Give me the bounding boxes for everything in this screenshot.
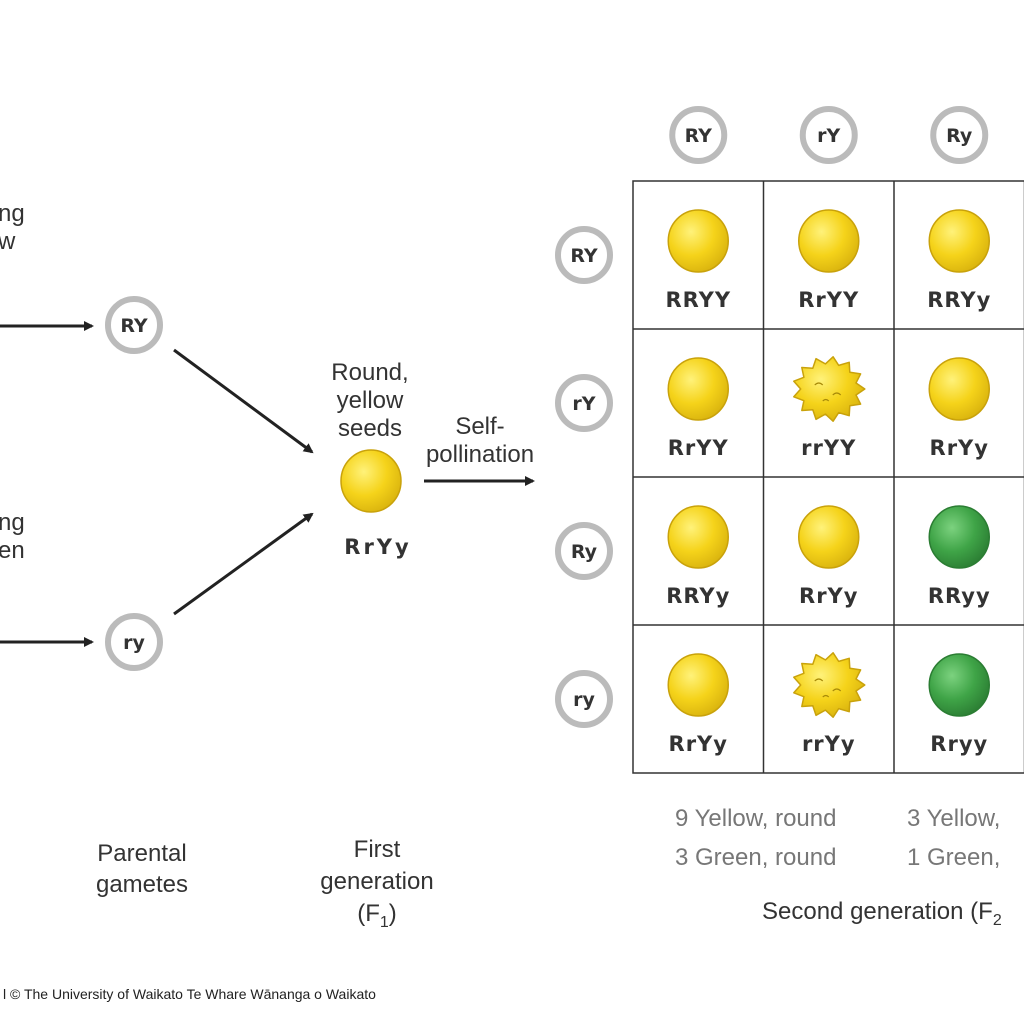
yellow-wrinkled-seed (793, 652, 866, 718)
self-pollination-line1: Self- (455, 413, 504, 440)
punnett-cell: RRYy (927, 209, 991, 312)
yellow-round-seed (667, 357, 729, 421)
punnett-cell: RrYy (928, 357, 990, 460)
row-gamete-text: ry (573, 689, 595, 711)
f1-seed-label-line2: yellow (337, 387, 404, 414)
row-gamete-text: RY (570, 245, 598, 267)
green-round-seed (928, 653, 990, 717)
yellow-round-seed (928, 357, 990, 421)
punnett-cell: RrYY (667, 357, 729, 460)
column-gamete-1: rY (799, 106, 858, 164)
punnett-row-gametes: RY rY Ry ry (555, 226, 613, 728)
column-gamete-2: Ry (930, 106, 989, 164)
punnett-cell: RRYY (665, 209, 731, 312)
row-gamete-text: Ry (571, 541, 598, 563)
yellow-round-seed (798, 505, 860, 569)
gamete-ring (555, 522, 613, 580)
yellow-wrinkled-seed (793, 356, 866, 422)
row-gamete-3: ry (555, 670, 613, 728)
row-gamete-2: Ry (555, 522, 613, 580)
ratio-yellow-wrinkled: 3 Yellow, (907, 805, 1000, 832)
cell-genotype: RRYY (665, 288, 731, 312)
punnett-cell: RrYy (798, 505, 860, 608)
parental-gamete-top-text: RY (120, 315, 148, 337)
cell-genotype: RRYy (666, 584, 730, 608)
gamete-ring (555, 670, 613, 728)
cell-genotype: RrYY (668, 436, 729, 460)
wrinkle-marks (814, 382, 842, 402)
gamete-ring (555, 226, 613, 284)
punnett-cell: RrYY (798, 209, 860, 312)
punnett-square (632, 180, 1024, 774)
punnett-cell: RRyy (928, 505, 991, 608)
column-gamete-text: Ry (946, 125, 973, 147)
parent-bottom-label-line1: ng (0, 509, 25, 536)
gamete-ring (669, 106, 728, 164)
green-round-seed (928, 505, 990, 569)
ratio-green-round: 3 Green, round (675, 844, 836, 871)
f1-seed-label-line3: seeds (338, 415, 402, 442)
yellow-round-seed (667, 505, 729, 569)
arrow-gamete-top-to-f1 (173, 348, 314, 454)
parent-top-label-line1: ng (0, 200, 25, 227)
gamete-ring (799, 106, 858, 164)
parent-bottom-label-line2: en (0, 537, 25, 564)
cell-genotype: RrYy (799, 584, 858, 608)
yellow-round-seed (667, 653, 729, 717)
cell-genotype: rrYY (801, 436, 856, 460)
f1-yellow-round-seed (340, 449, 402, 513)
gamete-ring (555, 374, 613, 432)
parental-gamete-top: RY (105, 296, 163, 354)
row-gamete-text: rY (572, 393, 595, 415)
cell-genotype: RrYY (798, 288, 859, 312)
ratio-yellow-round: 9 Yellow, round (675, 805, 836, 832)
wrinkle-marks (814, 678, 842, 698)
punnett-cell: rrYY (793, 356, 866, 460)
cell-genotype: RRYy (927, 288, 991, 312)
parental-gamete-bottom-text: ry (123, 632, 145, 654)
f1-label-line2: generation (320, 868, 433, 895)
column-gamete-text: rY (817, 125, 840, 147)
parental-gamete-bottom: ry (105, 613, 163, 671)
parental-gametes-label-line1: Parental (97, 840, 186, 867)
ratio-green-wrinkled: 1 Green, (907, 844, 1000, 871)
punnett-cell: rrYy (793, 652, 866, 756)
row-gamete-1: rY (555, 374, 613, 432)
arrow-gamete-bottom-to-f1 (173, 512, 314, 616)
punnett-column-gametes: RY rY Ry (669, 106, 989, 164)
cell-genotype: RrYy (669, 732, 728, 756)
yellow-round-seed (798, 209, 860, 273)
f1-label-line3: (F1) (357, 900, 397, 931)
punnett-cell: RRYy (666, 505, 730, 608)
f1-label-line1: First (354, 836, 401, 863)
f2-label: Second generation (F2 (762, 898, 1002, 929)
punnett-cell: Rryy (928, 653, 990, 756)
gamete-ring (930, 106, 989, 164)
copyright-credit: l © The University of Waikato Te Whare W… (3, 986, 376, 1002)
parent-top-label-line2: w (0, 228, 16, 255)
column-gamete-text: RY (685, 125, 713, 147)
f1-seed-label-line1: Round, (331, 359, 408, 386)
cell-genotype: RRyy (928, 584, 991, 608)
yellow-round-seed (928, 209, 990, 273)
cell-genotype: Rryy (930, 732, 988, 756)
self-pollination-line2: pollination (426, 441, 534, 468)
row-gamete-0: RY (555, 226, 613, 284)
f1-genotype: RrYy (344, 535, 411, 559)
yellow-round-seed (667, 209, 729, 273)
cell-genotype: rrYy (802, 732, 856, 756)
column-gamete-0: RY (669, 106, 728, 164)
cell-genotype: RrYy (930, 436, 989, 460)
punnett-cell: RrYy (667, 653, 729, 756)
parental-gametes-label-line2: gametes (96, 871, 188, 898)
